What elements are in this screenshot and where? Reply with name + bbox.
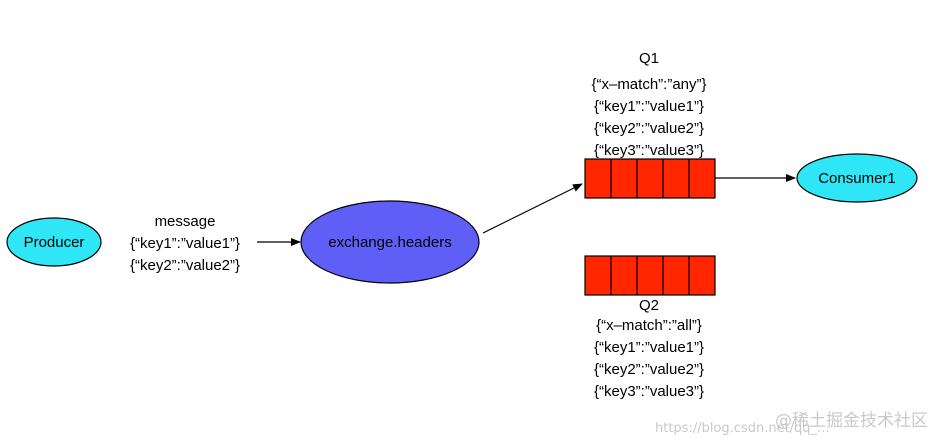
consumer-label: Consumer1: [818, 170, 896, 187]
q1-header-line: {“key3”:”value3”}: [594, 142, 704, 159]
q2-header-line: {“x–match”:”all”}: [596, 317, 702, 334]
exchange-shape: [300, 200, 480, 284]
consumer-shape: [796, 153, 918, 203]
producer-label: Producer: [24, 234, 85, 251]
q1-header-line: {“x–match”:”any”}: [591, 76, 706, 93]
q1-queue: [584, 158, 716, 199]
q2-queue: [584, 255, 716, 296]
exchange-label: exchange.headers: [328, 234, 451, 251]
watermark: https://blog.csdn.net/qq_... @稀土掘金技术社区: [655, 411, 928, 436]
q2-header-line: {“key1”:”value1”}: [594, 339, 704, 356]
q1-queue-body: [584, 158, 716, 199]
q1-label-group: Q1 {“x–match”:”any”} {“key1”:”value1”} {…: [591, 50, 706, 159]
message-label-group: message {“key1”:”value1”} {“key2”:”value…: [130, 213, 240, 274]
q1-header-line: {“key1”:”value1”}: [594, 98, 704, 115]
producer-node: Producer: [6, 217, 102, 267]
q1-header-line: {“key2”:”value2”}: [594, 120, 704, 137]
message-line: {“key1”:”value1”}: [130, 235, 240, 252]
watermark-url: https://blog.csdn.net/qq_...: [655, 421, 829, 436]
q2-queue-body: [584, 255, 716, 296]
watermark-brand: @稀土掘金技术社区: [775, 411, 928, 431]
q1-name: Q1: [639, 50, 659, 67]
q2-name: Q2: [639, 297, 659, 314]
consumer-node: Consumer1: [796, 153, 918, 203]
q2-label-group: Q2 {“x–match”:”all”} {“key1”:”value1”} {…: [594, 297, 704, 400]
message-line: {“key2”:”value2”}: [130, 257, 240, 274]
producer-shape: [6, 217, 102, 267]
q2-header-line: {“key3”:”value3”}: [594, 383, 704, 400]
exchange-node: exchange.headers: [300, 200, 480, 284]
message-title: message: [155, 213, 216, 230]
arrow-exchange-to-q1: [482, 183, 583, 234]
q2-header-line: {“key2”:”value2”}: [594, 361, 704, 378]
